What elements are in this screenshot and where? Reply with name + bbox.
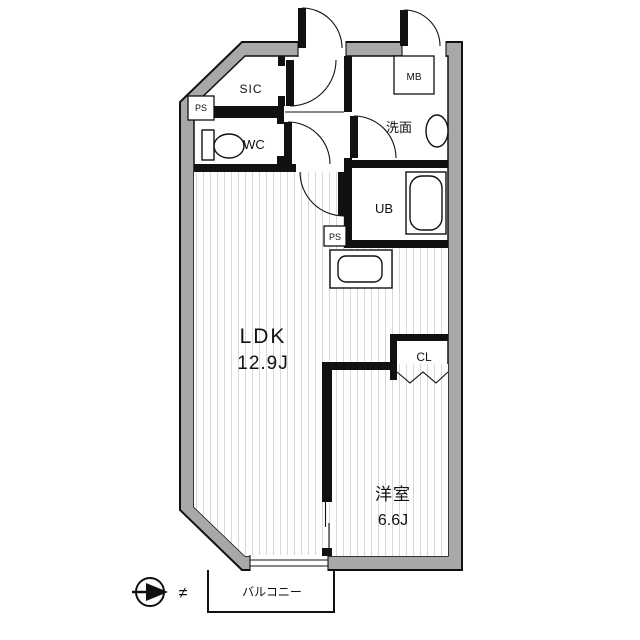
wall-wc-stub-top (277, 106, 284, 124)
unit-bath-label: UB (375, 201, 393, 216)
ldk-door-leaf (338, 172, 345, 216)
wall-hall-washroom-upper (344, 56, 352, 112)
sliding-door-ldk-bedroom (324, 502, 330, 548)
wc-door-arc (287, 121, 331, 165)
ps-box-entry: PS (187, 95, 215, 121)
washroom-label: 洗面 (386, 120, 412, 135)
toilet-icon (201, 129, 245, 161)
ps-entry-label: PS (195, 103, 207, 113)
sic-door-leaf (286, 60, 294, 106)
bathtub-icon (405, 171, 447, 235)
entry-door (298, 7, 343, 49)
entry-door-arc (301, 7, 343, 49)
bedroom-size-label: 6.6J (378, 512, 408, 529)
wall-sic-stub-bottom (278, 96, 285, 106)
sic-door (286, 59, 337, 107)
interior-walls (194, 56, 448, 556)
ps-box-kitchen: PS (323, 225, 347, 247)
closet-label: CL (416, 350, 432, 364)
wc-door (284, 121, 331, 165)
meter-box: MB (393, 55, 435, 95)
wc-label: WC (243, 137, 265, 152)
entry-door-leaf (298, 8, 306, 48)
wall-hall-washroom-lower (344, 158, 352, 248)
closet-folding-door-icon (396, 371, 449, 384)
ps-kitchen-label: PS (329, 232, 341, 242)
wall-bath-ldk (344, 240, 448, 248)
bedroom-floor (330, 364, 448, 556)
compass-mark: ≠ (179, 585, 188, 602)
balcony-window (249, 555, 329, 571)
balcony-outline (207, 570, 335, 613)
ldk-size-label: 12.9J (237, 353, 288, 374)
sic-door-arc (289, 59, 337, 107)
wall-closet-top (390, 334, 448, 341)
ldk-name-label: LDK (240, 325, 287, 348)
wall-sic-wc (194, 106, 284, 118)
meter-box-opening (401, 41, 447, 57)
entry-door-opening (297, 41, 347, 57)
sic-label: SIC (239, 82, 262, 96)
meter-box-door-arc (403, 9, 441, 47)
ldk-door (299, 171, 345, 217)
wall-ldk-bedroom-stub (322, 548, 332, 556)
wall-hall-ldk (194, 164, 296, 172)
wall-closet-left (390, 334, 397, 380)
meter-box-door (400, 9, 441, 47)
balcony-label: バルコニー (242, 585, 302, 599)
wall-wc-stub-bottom (277, 156, 284, 166)
wc-door-leaf (284, 122, 292, 164)
wall-washroom-bath (344, 160, 448, 168)
washroom-door (350, 115, 397, 159)
wall-bedroom-top (332, 362, 397, 370)
washbasin-icon (425, 114, 449, 148)
ldk-door-arc (299, 171, 345, 217)
washroom-door-arc (353, 115, 397, 159)
meter-box-door-leaf (400, 10, 408, 46)
wall-ldk-bedroom-upper (322, 362, 332, 502)
meter-box-label: MB (407, 72, 422, 83)
wall-sic-stub-top (278, 56, 285, 66)
kitchen-sink-icon (329, 249, 393, 289)
compass-icon: ≠ (132, 577, 188, 607)
bedroom-name-label: 洋室 (375, 485, 411, 504)
washroom-door-leaf (350, 116, 358, 158)
